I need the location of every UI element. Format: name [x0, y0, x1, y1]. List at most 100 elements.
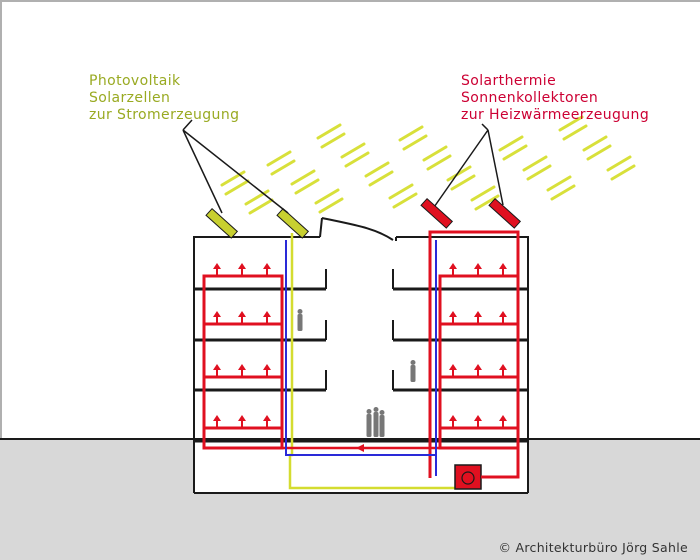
st-collector-right [488, 197, 522, 229]
person-head [379, 410, 385, 415]
st-label-line2: Sonnenkollektoren [461, 90, 599, 106]
pv-panel-left [205, 207, 239, 239]
sun-ray [344, 151, 370, 168]
sun-ray [558, 115, 584, 132]
building-structure [193, 217, 529, 494]
heat-arrow-head [213, 263, 221, 269]
heat-arrows [204, 263, 518, 430]
heat-storage-pump [461, 471, 475, 485]
heat-arrow-head [474, 364, 482, 370]
sun-ray [314, 188, 340, 205]
sun-ray [220, 170, 246, 187]
atrium-roof-left [319, 217, 323, 238]
sun-ray [266, 150, 292, 167]
person-body [373, 412, 379, 437]
heat-arrow-head [213, 415, 221, 421]
frame-top-edge [0, 0, 700, 2]
sun-ray [582, 135, 608, 152]
collector-supply [428, 230, 520, 478]
sun-ray [398, 125, 424, 142]
heat-arrow-head [449, 364, 457, 370]
pv-pointer-lines [182, 119, 289, 214]
sun-ray [450, 174, 476, 191]
heat-arrow-head [263, 364, 271, 370]
sun-ray [474, 194, 500, 211]
heat-arrow-head [499, 364, 507, 370]
sun-ray [392, 192, 418, 209]
sun-ray [498, 135, 524, 152]
person-body [410, 365, 416, 382]
left-block-outline [193, 236, 320, 493]
person-body [366, 414, 372, 437]
pv-label-line3: zur Stromerzeugung [89, 107, 240, 123]
heat-arrow-head [474, 263, 482, 269]
pv-label-line2: Solarzellen [89, 90, 171, 106]
heat-arrow-head [213, 311, 221, 317]
photovoltaik-label: Photovoltaik Solarzellen zur Stromerzeug… [89, 73, 239, 124]
sun-ray [422, 145, 448, 162]
person-head [410, 360, 416, 365]
person-head [373, 407, 379, 412]
heat-arrow-head [449, 263, 457, 269]
solarthermie-label: Solarthermie Sonnenkollektoren zur Heizw… [461, 73, 649, 124]
sun-ray [340, 142, 366, 159]
photovoltaik-system [182, 119, 455, 490]
sun-ray [402, 134, 428, 151]
copyright-notice: © Architekturbüro Jörg Sahle [498, 540, 688, 555]
person-body [297, 314, 303, 331]
sun-ray [586, 144, 612, 161]
sun-ray [546, 175, 572, 192]
heat-arrow-head [213, 364, 221, 370]
heat-arrow-head [263, 415, 271, 421]
heat-arrow-head [238, 311, 246, 317]
heat-arrow-head [474, 311, 482, 317]
return-line [285, 240, 437, 476]
people-figures [297, 309, 416, 437]
heat-arrow-head [238, 415, 246, 421]
st-pointer-lines [431, 123, 504, 211]
sun-ray [316, 123, 342, 140]
heat-arrow-head [499, 263, 507, 269]
person-head [297, 309, 303, 314]
atrium-roof [321, 217, 394, 241]
sun-ray [294, 178, 320, 195]
sun-ray [446, 165, 472, 182]
right-block-outline [396, 236, 529, 493]
heat-arrow-head [499, 311, 507, 317]
sun-ray [320, 132, 346, 149]
sun-ray [502, 144, 528, 161]
sun-ray [526, 164, 552, 181]
heat-arrow-head [499, 415, 507, 421]
sun-ray [290, 169, 316, 186]
sun-ray [244, 189, 270, 206]
sun-ray [562, 124, 588, 141]
pv-panel-right [276, 207, 310, 239]
heat-arrow-head [449, 311, 457, 317]
st-label-line3: zur Heizwärmeerzeugung [461, 107, 650, 123]
person-head [366, 409, 372, 414]
heat-arrow-head [449, 415, 457, 421]
st-label-line1: Solarthermie [461, 73, 557, 89]
atrium-arrow [356, 444, 364, 452]
sun-ray [610, 164, 636, 181]
storage-outlet [481, 448, 520, 479]
sun-ray [318, 197, 344, 214]
sun-ray [606, 155, 632, 172]
sun-ray [522, 155, 548, 172]
heat-arrow-head [263, 263, 271, 269]
heat-arrow-head [238, 364, 246, 370]
sun-ray [550, 184, 576, 201]
heat-arrow-head [474, 415, 482, 421]
person-body [379, 415, 385, 437]
pv-label-line1: Photovoltaik [89, 73, 181, 89]
frame-left-edge [0, 0, 2, 560]
sun-ray [426, 154, 452, 171]
heat-arrow-head [263, 311, 271, 317]
sun-ray [224, 179, 250, 196]
sun-ray [388, 183, 414, 200]
sun-ray [248, 198, 274, 215]
sun-ray [470, 185, 496, 202]
sun-ray [364, 161, 390, 178]
solarthermie-system [202, 123, 522, 490]
